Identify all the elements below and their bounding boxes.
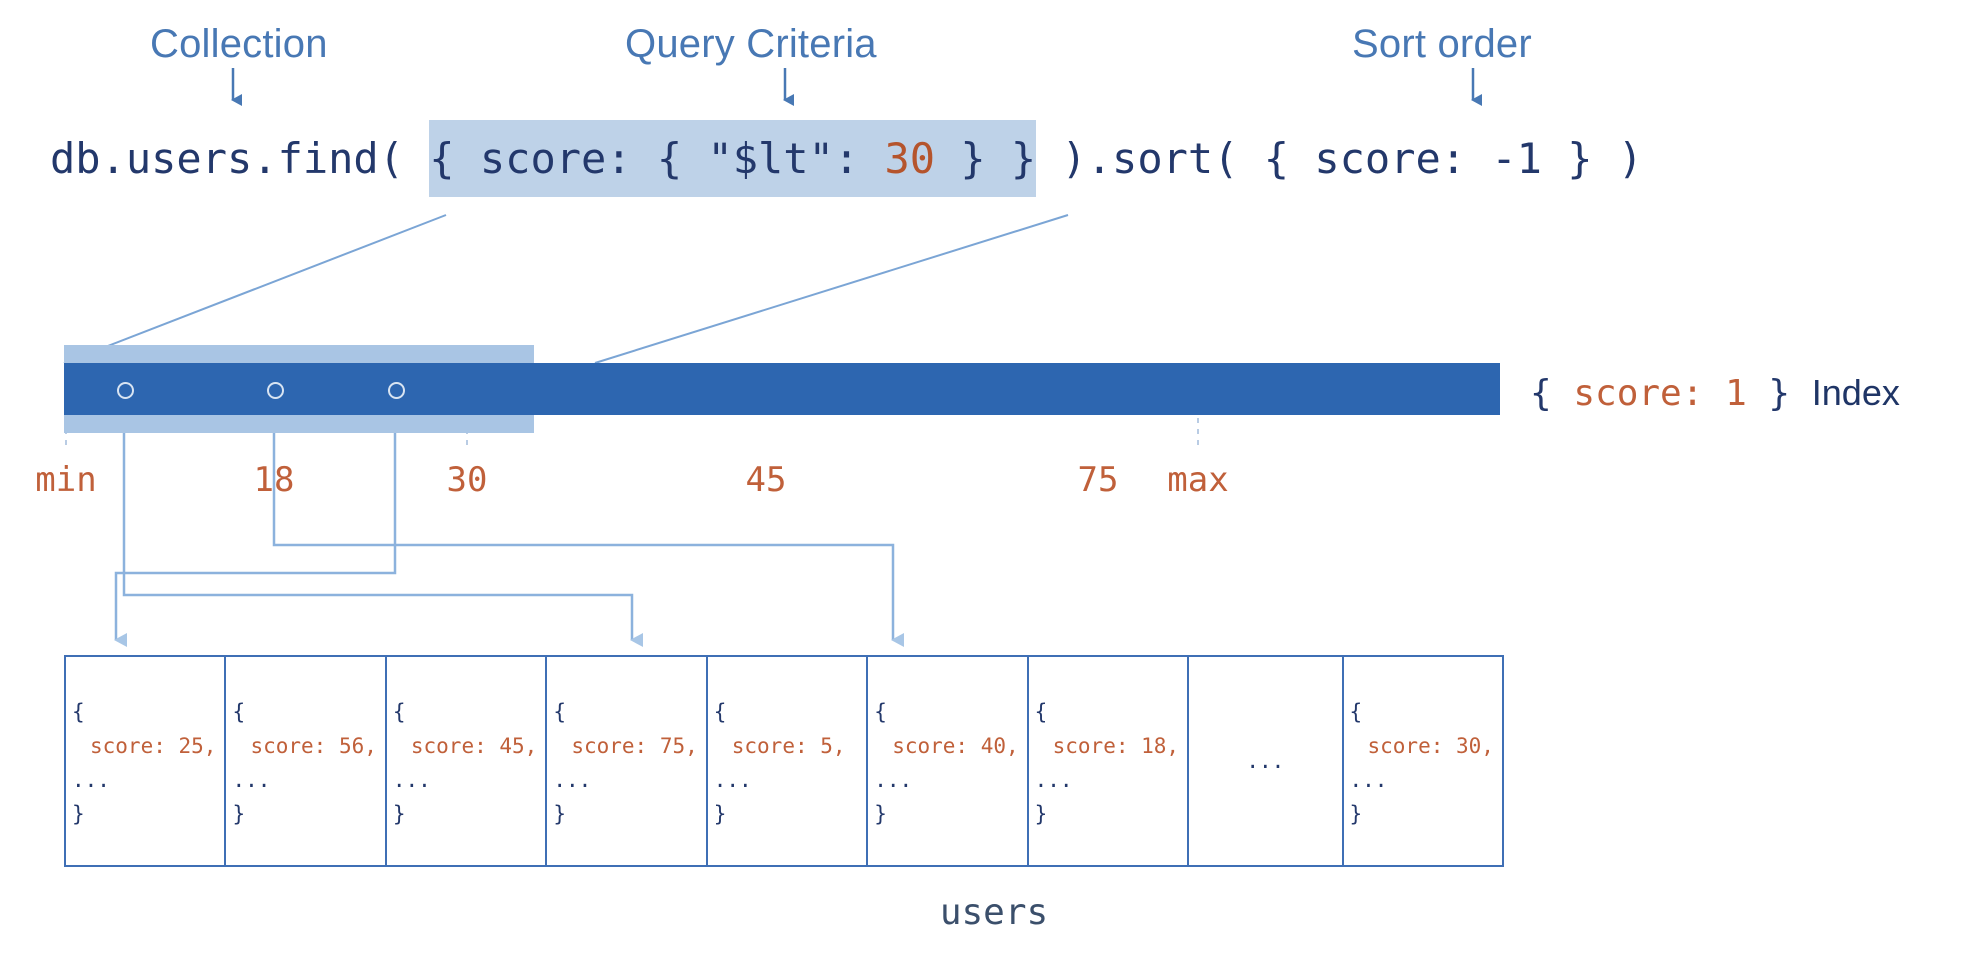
doc-open-brace: { bbox=[874, 700, 887, 724]
tick-label-18: 18 bbox=[253, 460, 295, 500]
doc-open-brace: { bbox=[553, 700, 566, 724]
query-statement: db.users.find( { score: { "$lt": 30 } } … bbox=[50, 120, 1644, 197]
index-marker-5 bbox=[117, 382, 134, 399]
doc-ellipsis: ... bbox=[553, 768, 592, 792]
doc-ellipsis: ... bbox=[232, 768, 271, 792]
query-criteria-value: 30 bbox=[884, 134, 936, 183]
tick-label-30: 30 bbox=[446, 460, 488, 500]
query-prefix: db.users.find( bbox=[50, 134, 430, 183]
doc-ellipsis: ... bbox=[392, 768, 431, 792]
doc-open-brace: { bbox=[72, 700, 85, 724]
doc-ellipsis: ... bbox=[713, 768, 752, 792]
callout-sort-order: Sort order bbox=[1352, 22, 1532, 66]
doc-close-brace: } bbox=[553, 802, 566, 826]
doc-score-field: score: 56, bbox=[250, 734, 377, 758]
document-box: { score: 45, ... } bbox=[387, 657, 548, 865]
doc-close-brace: } bbox=[713, 802, 727, 826]
tick-label-max: max bbox=[1167, 460, 1229, 500]
doc-close-brace: } bbox=[72, 802, 85, 826]
doc-open-brace: { bbox=[1349, 700, 1363, 724]
index-label-key: score: 1 bbox=[1573, 373, 1747, 414]
doc-score-field: score: 5, bbox=[731, 734, 846, 758]
connector-score-25 bbox=[114, 415, 397, 647]
doc-close-brace: } bbox=[1034, 802, 1048, 826]
query-criteria-highlight: { score: { "$lt": 30 } } bbox=[429, 120, 1037, 197]
query-criteria-pre: { score: { "$lt": bbox=[429, 134, 885, 183]
doc-ellipsis: ... bbox=[1034, 768, 1073, 792]
doc-close-brace: } bbox=[392, 802, 406, 826]
connector-score-18 bbox=[272, 415, 904, 647]
index-label-open: { bbox=[1530, 373, 1574, 414]
query-suffix: ).sort( { score: -1 } ) bbox=[1036, 134, 1644, 183]
doc-open-brace: { bbox=[1034, 700, 1048, 724]
callout-collection: Collection bbox=[150, 22, 328, 66]
document-box: { score: 25, ... } bbox=[66, 657, 227, 865]
documents-row: { score: 25, ... } { score: 56, ... } { … bbox=[64, 655, 1504, 867]
index-marker-18 bbox=[267, 382, 284, 399]
callout-query-criteria: Query Criteria bbox=[625, 22, 877, 66]
doc-ellipsis: ... bbox=[1246, 749, 1285, 773]
collection-name-label: users bbox=[939, 892, 1049, 933]
index-bar-container bbox=[64, 363, 1500, 415]
doc-score-field: score: 75, bbox=[571, 734, 698, 758]
document-box: { score: 75, ... } bbox=[547, 657, 708, 865]
doc-ellipsis: ... bbox=[874, 768, 913, 792]
tick-label-min: min bbox=[35, 460, 97, 500]
doc-ellipsis: ... bbox=[1349, 768, 1388, 792]
document-box-ellipsis: ... bbox=[1189, 657, 1344, 865]
document-box: { score: 56, ... } bbox=[226, 657, 387, 865]
document-box: { score: 30, ... } bbox=[1344, 657, 1502, 865]
doc-ellipsis: ... bbox=[72, 768, 110, 792]
doc-score-field: score: 40, bbox=[892, 734, 1019, 758]
doc-score-field: score: 30, bbox=[1367, 734, 1494, 758]
doc-close-brace: } bbox=[1349, 802, 1363, 826]
doc-close-brace: } bbox=[874, 802, 887, 826]
index-marker-25 bbox=[388, 382, 405, 399]
doc-score-field: score: 18, bbox=[1052, 734, 1180, 758]
doc-score-field: score: 25, bbox=[90, 734, 217, 758]
document-box: { score: 40, ... } bbox=[868, 657, 1029, 865]
index-definition-label: { score: 1 } Index bbox=[1530, 372, 1900, 414]
query-criteria-post: } } bbox=[935, 134, 1037, 183]
connector-score-5 bbox=[122, 415, 643, 647]
projection-line-left bbox=[63, 214, 447, 364]
index-label-suffix: Index bbox=[1811, 372, 1900, 413]
doc-open-brace: { bbox=[713, 700, 727, 724]
doc-close-brace: } bbox=[232, 802, 246, 826]
doc-open-brace: { bbox=[232, 700, 246, 724]
document-box: { score: 18, ... } bbox=[1029, 657, 1190, 865]
tick-label-75: 75 bbox=[1077, 460, 1119, 500]
index-bar bbox=[64, 363, 1500, 415]
doc-open-brace: { bbox=[392, 700, 406, 724]
index-label-close: } bbox=[1746, 373, 1812, 414]
tick-label-45: 45 bbox=[745, 460, 787, 500]
projection-line-right bbox=[594, 214, 1069, 364]
doc-score-field: score: 45, bbox=[410, 734, 538, 758]
document-box: { score: 5, ... } bbox=[708, 657, 869, 865]
